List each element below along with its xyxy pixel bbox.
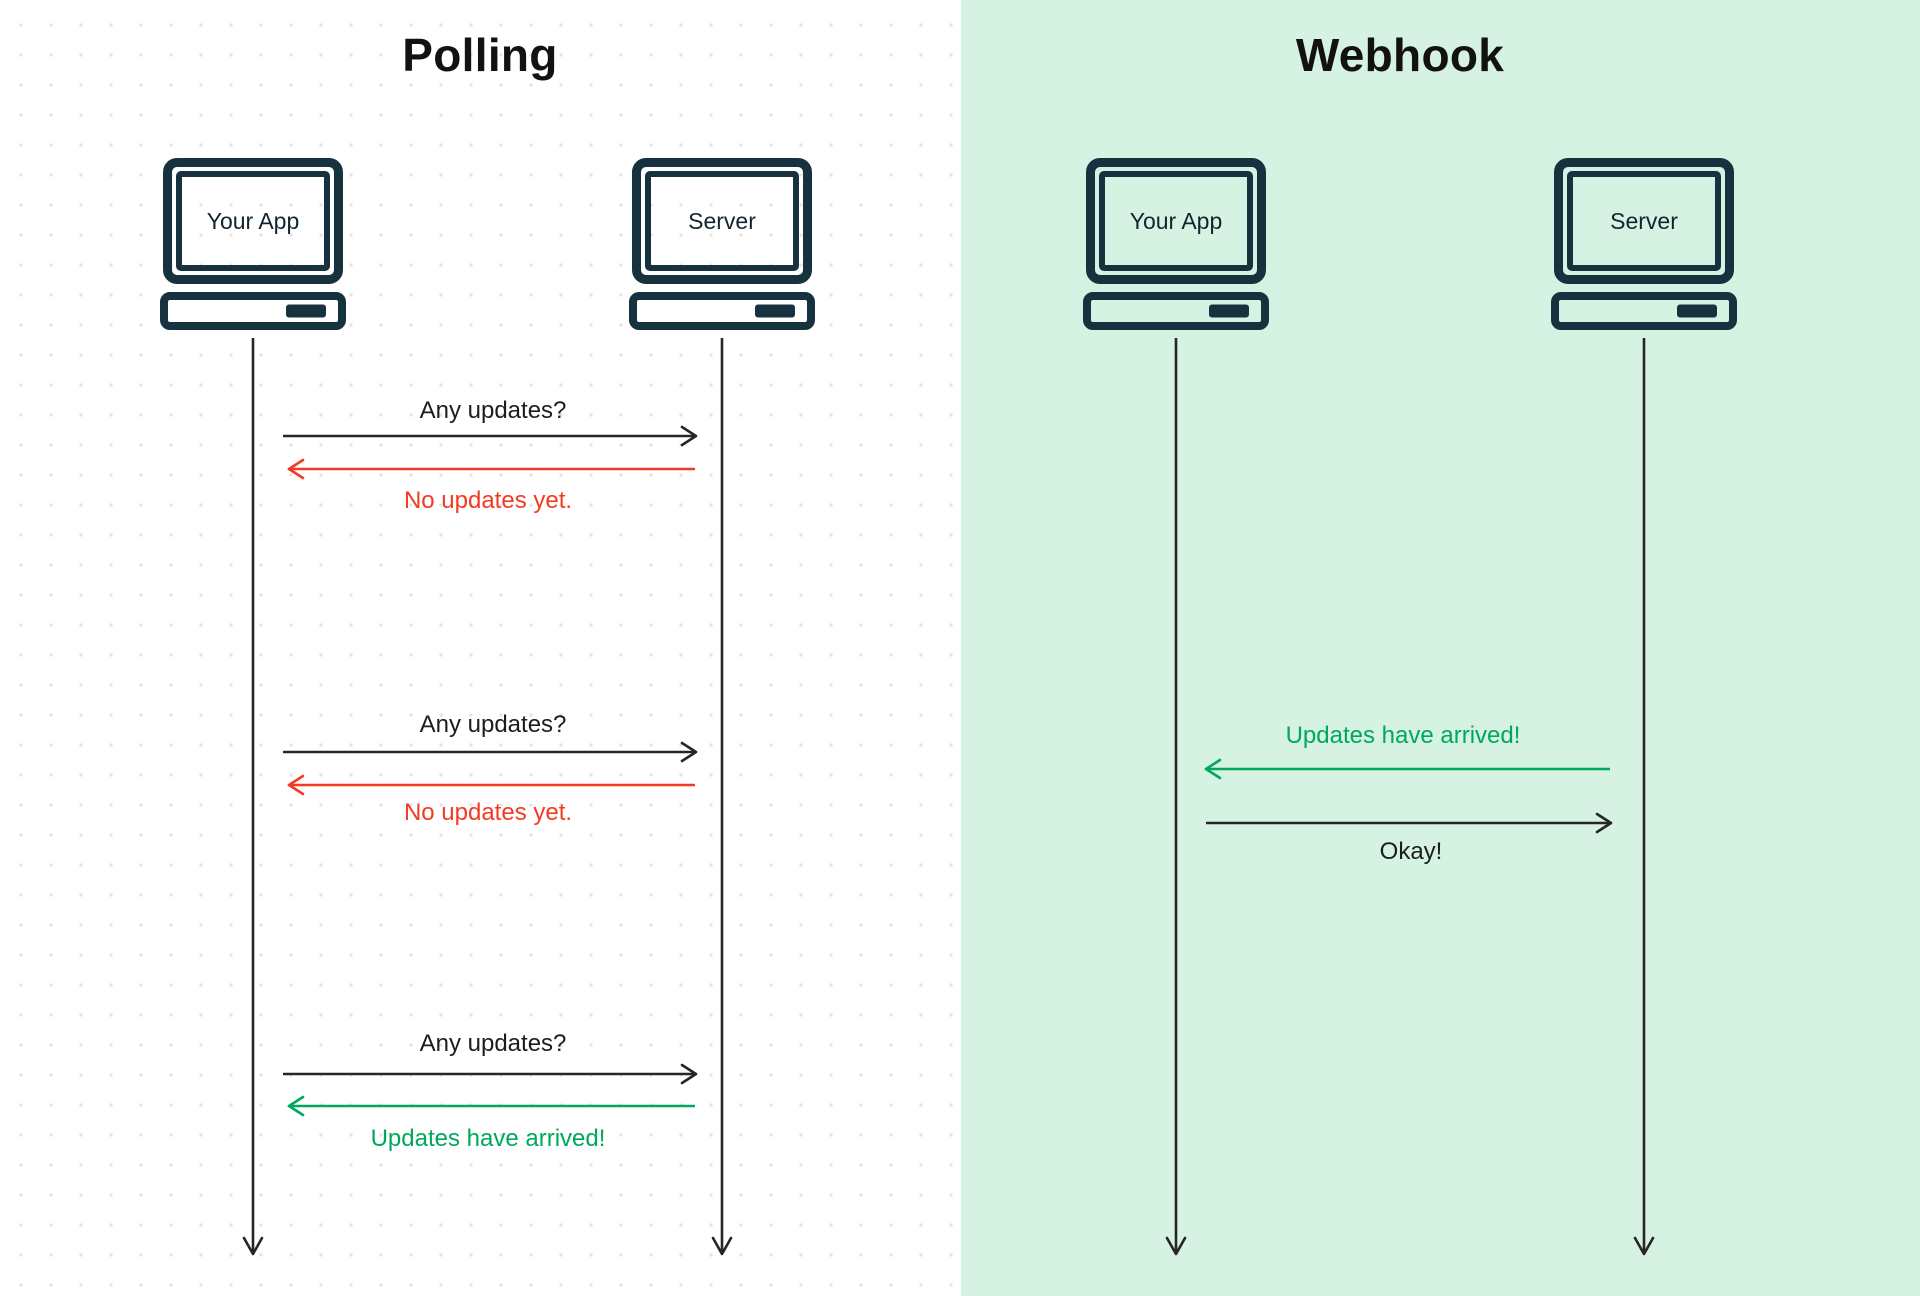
computer-base	[1083, 292, 1269, 330]
response-label: No updates yet.	[403, 799, 573, 826]
actor-label: Your App	[1099, 171, 1253, 271]
request-arrow-icon	[283, 1063, 698, 1085]
actor-label: Server	[645, 171, 799, 271]
push-arrow-icon	[1204, 758, 1610, 780]
monitor-frame: Server	[1554, 158, 1734, 284]
request-label: Any updates?	[419, 397, 567, 424]
polling-title: Polling	[402, 29, 558, 81]
monitor-frame: Your App	[1086, 158, 1266, 284]
lifeline-arrow-icon	[242, 338, 264, 1256]
webhook-title: Webhook	[1295, 29, 1505, 81]
computer-base	[629, 292, 815, 330]
computer-icon: Your App	[160, 158, 346, 330]
response-label: No updates yet.	[403, 487, 573, 514]
request-label: Any updates?	[419, 1030, 567, 1057]
computer-icon: Your App	[1083, 158, 1269, 330]
computer-base	[160, 292, 346, 330]
ack-arrow-icon	[1206, 812, 1613, 834]
webhook-panel: Webhook	[961, 0, 1920, 1296]
response-arrow-icon	[287, 774, 695, 796]
trackpad	[1209, 304, 1249, 318]
computer-icon: Server	[1551, 158, 1737, 330]
response-arrow-icon	[287, 458, 695, 480]
lifeline-arrow-icon	[711, 338, 733, 1256]
request-label: Any updates?	[419, 711, 567, 738]
polling-panel: Polling	[0, 0, 961, 1296]
lifeline-arrow-icon	[1633, 338, 1655, 1256]
push-label: Updates have arrived!	[1285, 722, 1521, 749]
trackpad	[286, 304, 326, 318]
response-label: Updates have arrived!	[370, 1125, 606, 1152]
lifeline-arrow-icon	[1165, 338, 1187, 1256]
response-arrow-icon	[287, 1095, 695, 1117]
computer-base	[1551, 292, 1737, 330]
computer-icon: Server	[629, 158, 815, 330]
monitor-frame: Your App	[163, 158, 343, 284]
monitor-frame: Server	[632, 158, 812, 284]
ack-label: Okay!	[1379, 838, 1443, 865]
actor-label: Your App	[176, 171, 330, 271]
trackpad	[755, 304, 795, 318]
request-arrow-icon	[283, 741, 698, 763]
actor-label: Server	[1567, 171, 1721, 271]
request-arrow-icon	[283, 425, 698, 447]
trackpad	[1677, 304, 1717, 318]
